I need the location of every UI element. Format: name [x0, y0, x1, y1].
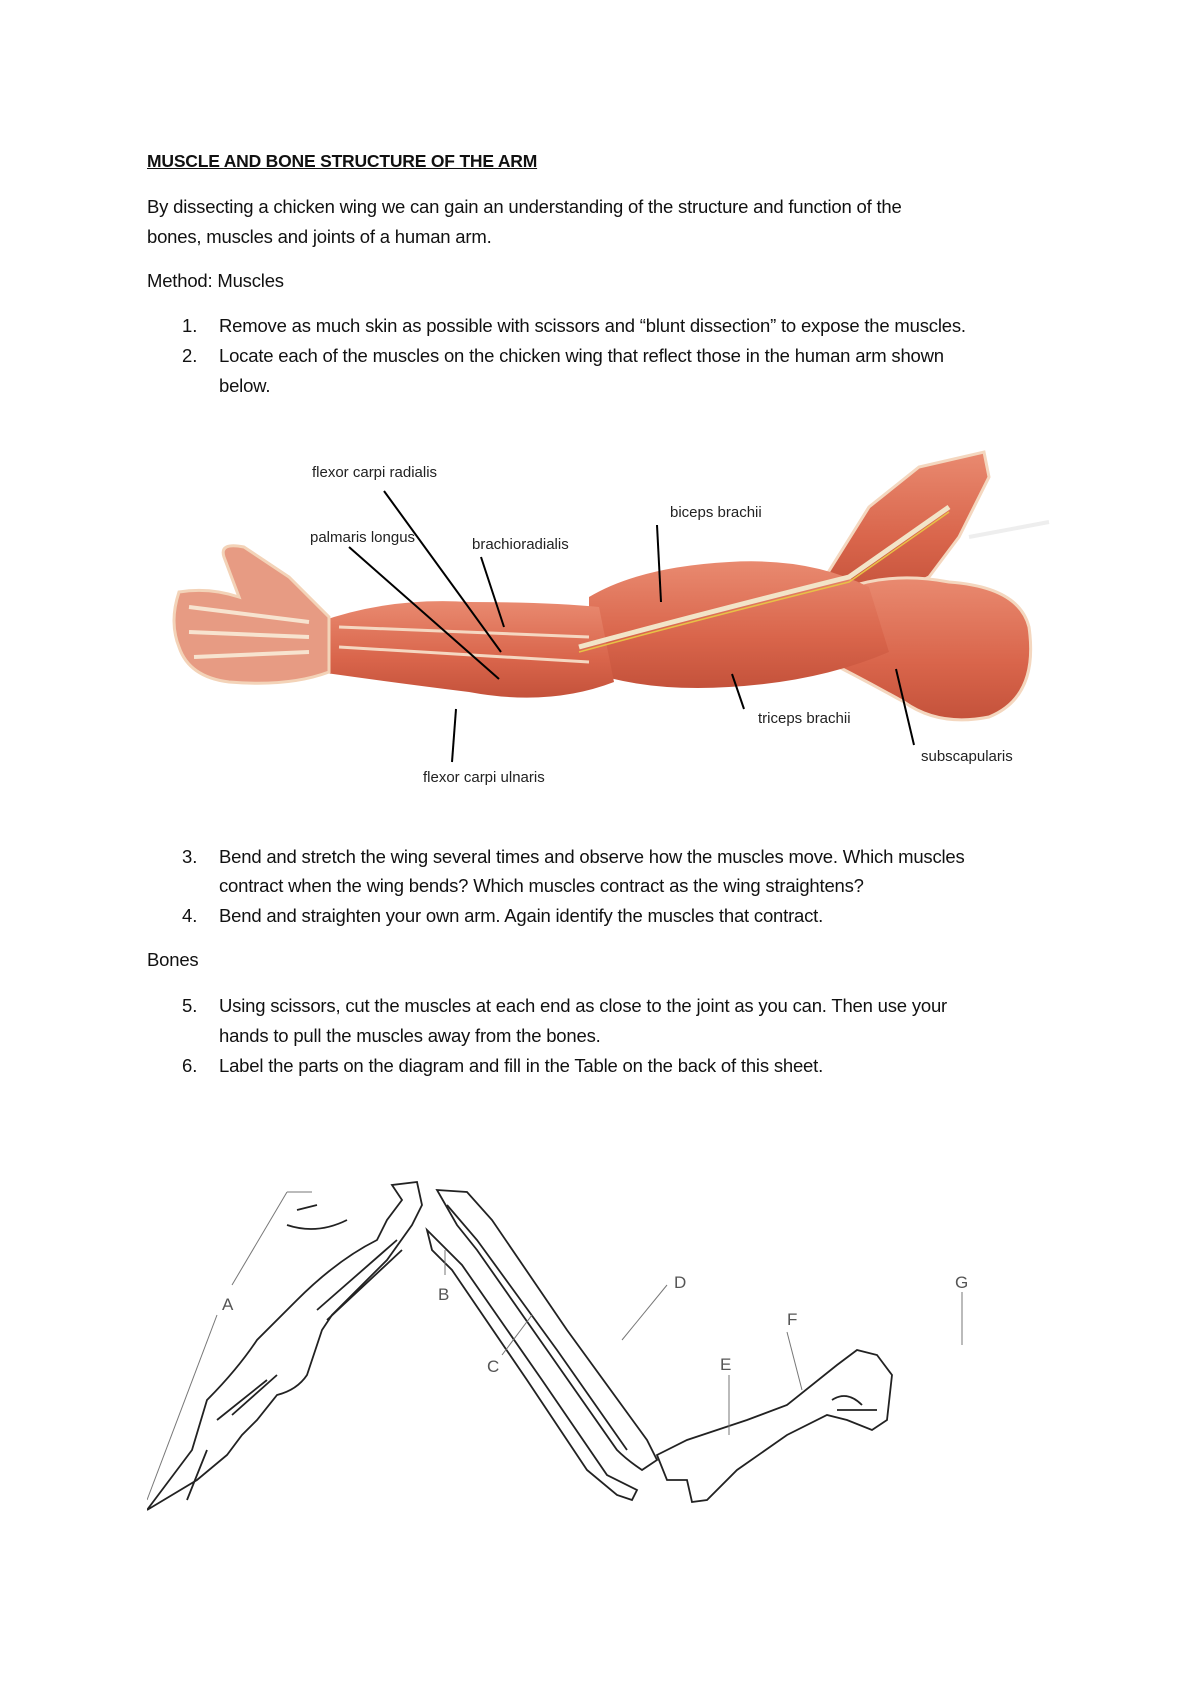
step-number: 3.	[182, 846, 198, 867]
arrow-triceps-brachii	[731, 673, 745, 710]
label-triceps-brachii: triceps brachii	[758, 710, 851, 727]
arrow-biceps-brachii	[656, 524, 662, 603]
bone-outlines	[147, 1181, 893, 1511]
step-text: Remove as much skin as possible with sci…	[219, 315, 966, 336]
label-subscapularis: subscapularis	[921, 748, 1013, 765]
step-number: 4.	[182, 905, 198, 926]
arrow-subscapularis	[895, 668, 915, 746]
step-text: Bend and stretch the wing several times …	[219, 846, 965, 867]
label-biceps-brachii: biceps brachii	[670, 504, 762, 521]
step-text: hands to pull the muscles away from the …	[219, 1025, 601, 1046]
intro-line-1: By dissecting a chicken wing we can gain…	[147, 196, 902, 217]
bone-label-a: A	[222, 1295, 234, 1314]
page-title: MUSCLE AND BONE STRUCTURE OF THE ARM	[147, 151, 538, 171]
step-text: Using scissors, cut the muscles at each …	[219, 995, 948, 1016]
label-flexor-carpi-radialis: flexor carpi radialis	[312, 464, 437, 481]
method-heading: Method: Muscles	[147, 270, 284, 291]
step-number: 6.	[182, 1055, 198, 1076]
step-number: 1.	[182, 315, 198, 336]
arrow-flexor-carpi-ulnaris	[451, 708, 457, 763]
label-leader-lines	[147, 1191, 963, 1501]
arm-illustration	[172, 450, 1050, 722]
arrow-brachioradialis	[480, 556, 505, 628]
wing-bone-diagram: A B C D E F G	[147, 1181, 968, 1511]
step-text: contract when the wing bends? Which musc…	[219, 875, 864, 896]
step-number: 2.	[182, 345, 198, 366]
bone-label-c: C	[487, 1357, 499, 1376]
bone-label-d: D	[674, 1273, 686, 1292]
label-arrows	[348, 490, 915, 763]
step-text: below.	[219, 375, 271, 396]
bone-label-b: B	[438, 1285, 449, 1304]
label-flexor-carpi-ulnaris: flexor carpi ulnaris	[423, 769, 545, 786]
label-brachioradialis: brachioradialis	[472, 536, 569, 553]
step-text: Bend and straighten your own arm. Again …	[219, 905, 824, 926]
step-text: Label the parts on the diagram and fill …	[219, 1055, 824, 1076]
step-text: Locate each of the muscles on the chicke…	[219, 345, 944, 366]
arm-muscle-diagram: flexor carpi radialis palmaris longus br…	[172, 450, 1050, 786]
bone-label-e: E	[720, 1355, 731, 1374]
arrow-flexor-carpi-radialis	[383, 490, 502, 653]
bone-label-g: G	[955, 1273, 968, 1292]
bones-heading: Bones	[147, 949, 199, 970]
step-number: 5.	[182, 995, 198, 1016]
arrow-palmaris-longus	[348, 546, 500, 680]
bone-label-f: F	[787, 1310, 797, 1329]
intro-line-2: bones, muscles and joints of a human arm…	[147, 226, 492, 247]
label-palmaris-longus: palmaris longus	[310, 529, 415, 546]
